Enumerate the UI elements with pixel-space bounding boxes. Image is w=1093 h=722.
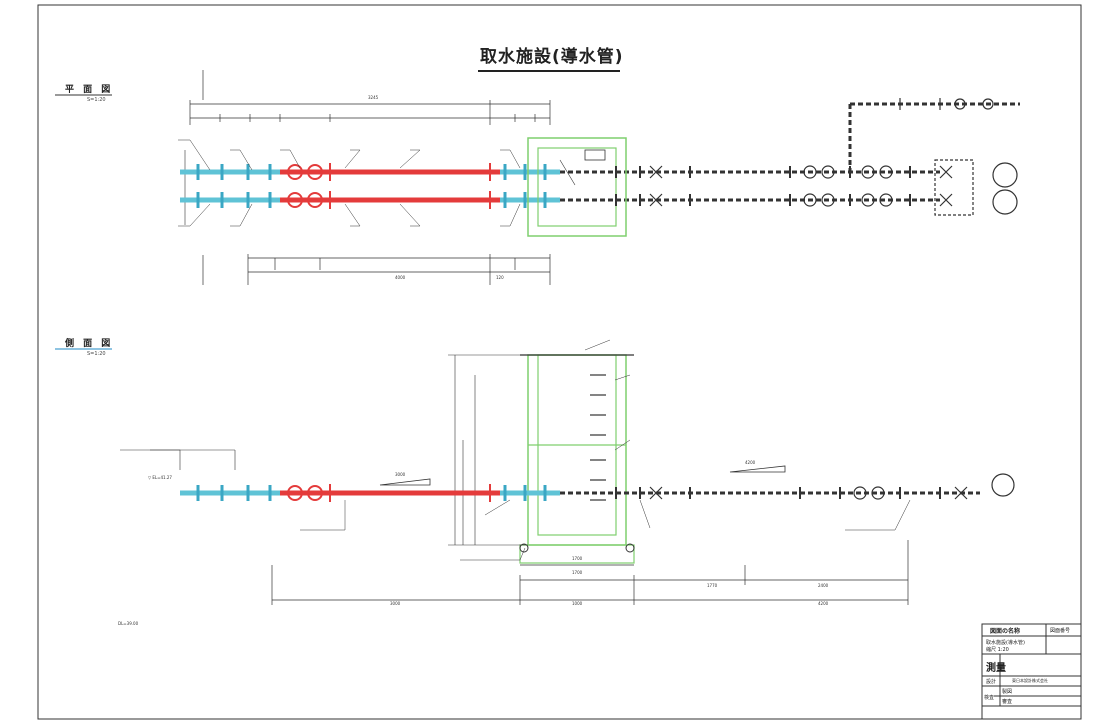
plan-view-label: 平 面 図: [65, 85, 114, 95]
title-block-scale: 縮尺 1:20: [986, 647, 1009, 653]
drawing-title: 取水施設(導水管): [480, 47, 624, 67]
title-block-drawing-name: 取水施設(導水管): [986, 640, 1025, 646]
dim-plan-bottom-right: 120: [496, 275, 504, 280]
side-view: [120, 339, 1015, 605]
dim-slope-left: 3000: [395, 472, 406, 477]
title-block-manufacture: 製図: [1002, 689, 1013, 695]
title-block-header: 図面の名称: [990, 628, 1021, 635]
side-view-label: 側 面 図: [65, 339, 114, 349]
plan-view-scale: S=1:20: [87, 97, 106, 103]
dim-side-bottom-3: 4200: [818, 601, 829, 606]
title-block-frame: [981, 623, 1082, 720]
title-block-company: 東日本設計株式会社: [1012, 678, 1048, 683]
dim-side-upper-4: 2400: [818, 583, 829, 588]
title-block-check: 審査: [1002, 699, 1013, 705]
dim-side-bottom-1: 3000: [390, 601, 401, 606]
dim-side-upper-1: 1700: [572, 556, 583, 561]
title-underline: [478, 70, 620, 72]
side-view-scale: S=1:20: [87, 351, 106, 357]
dim-slope-right: 4200: [745, 460, 756, 465]
dim-plan-bottom-total: 4000: [395, 275, 406, 280]
dim-side-upper-2: 1700: [572, 570, 583, 575]
dim-side-bottom-2: 1000: [572, 601, 583, 606]
plan-view: [178, 70, 1020, 285]
title-block-drawing-no: 図面番号: [1050, 628, 1071, 634]
title-block-design: 設計: [986, 679, 997, 685]
title-block-survey: 測量: [986, 663, 1006, 674]
dl-label: DL=39.00: [118, 621, 139, 626]
dim-side-upper-3: 1770: [707, 583, 718, 588]
title-block-inspection: 検査: [984, 695, 995, 701]
elevation-label: ▽ EL=41.27: [148, 475, 172, 480]
dim-plan-top-total: 3245: [368, 95, 379, 100]
